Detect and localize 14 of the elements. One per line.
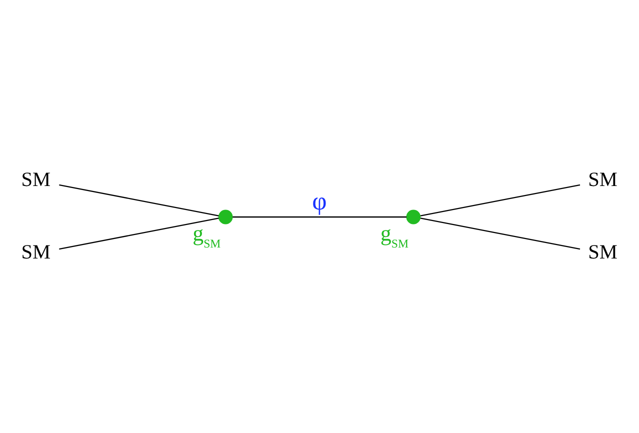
connector	[59, 217, 219, 250]
connector	[420, 184, 580, 216]
node-text: SM	[588, 241, 618, 264]
connector	[232, 216, 407, 218]
node-label: g$_{SM}$	[380, 220, 409, 250]
connector	[59, 184, 219, 216]
edge-label: φ	[312, 186, 327, 215]
connector	[420, 217, 580, 250]
node-text: SM	[21, 168, 51, 190]
node-circle	[406, 209, 421, 224]
node-circle	[218, 209, 233, 224]
node-text: SM	[21, 241, 51, 264]
node-label: g$_{SM}$	[192, 220, 221, 250]
node-text: SM	[588, 168, 618, 190]
